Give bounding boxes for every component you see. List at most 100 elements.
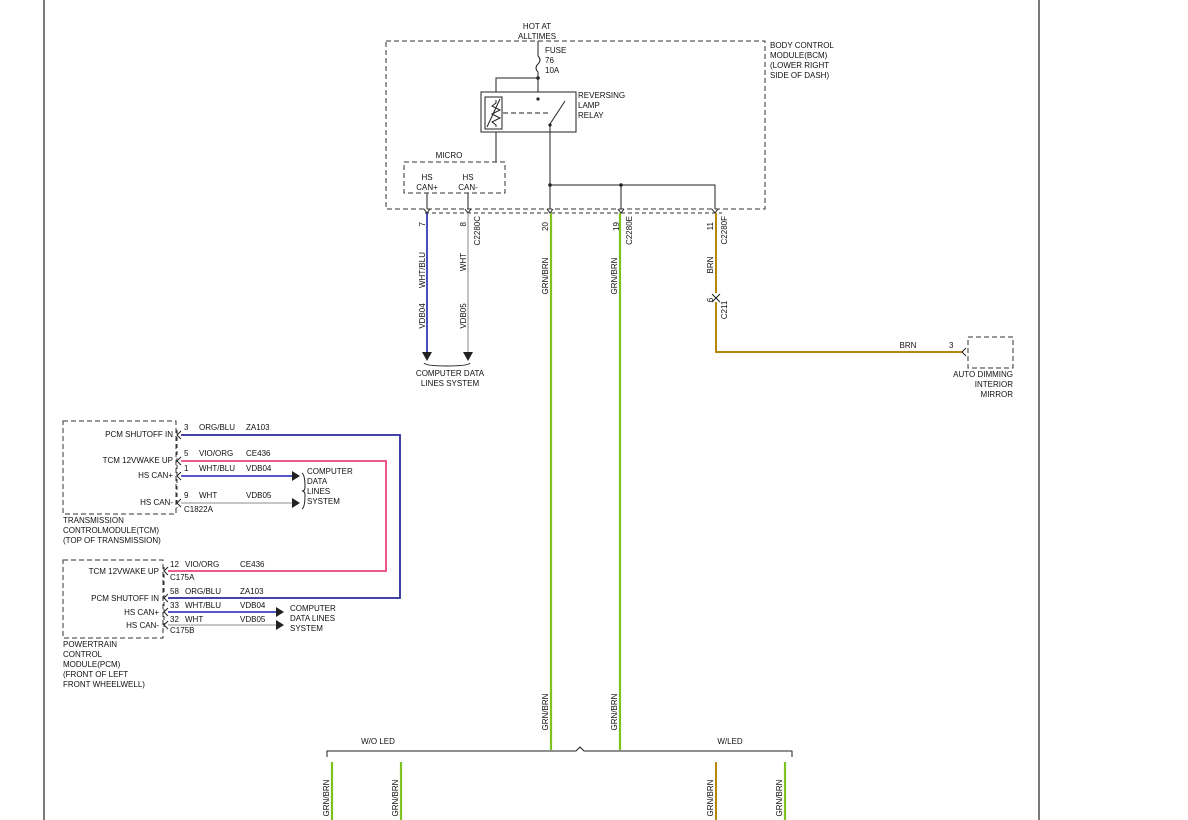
pcm-wire-wht-blu: WHT/BLU: [185, 601, 221, 610]
terminal-7: [423, 208, 431, 214]
tcm-pin-9: 9: [184, 491, 189, 500]
pcm-connector-b: C175B: [170, 626, 194, 635]
label-grn-brn-19-top: GRN/BRN: [610, 257, 619, 294]
wire-za103-loop: [168, 434, 401, 599]
grn-brn-wires: GRN/BRN GRN/BRN GRN/BRN GRN/BRN: [541, 213, 622, 750]
connector-c2280f: C2280F: [720, 216, 729, 245]
terminal-19: [617, 208, 625, 214]
tcm-pin-label-can-plus: HS CAN+: [138, 471, 173, 480]
pcm-wire-vdb04: VDB04: [240, 601, 266, 610]
c211-connector: [711, 293, 721, 303]
pin-20: 20: [541, 221, 550, 230]
pin-11: 11: [706, 221, 715, 230]
pcm-pin-label-wakeup: TCM 12VWAKE UP: [89, 567, 159, 576]
led-variant-section: W/O LED W/LED GRN/BRN GRN/BRN GRN/BRN GR…: [322, 737, 793, 820]
powertrain-control-module: TCM 12VWAKE UP PCM SHUTOFF IN HS CAN+ HS…: [62, 559, 336, 689]
relay-output-bus: [550, 184, 716, 209]
relay-body: [480, 91, 577, 133]
pcm-wire-org-blu: ORG/BLU: [185, 587, 221, 596]
pcm-wire-vio-org: VIO/ORG: [185, 560, 219, 569]
tcm-wire-vdb04: VDB04: [246, 464, 272, 473]
relay-coil-box: [484, 96, 503, 130]
arrow-vdb04: [422, 352, 432, 361]
tcm-outline: [62, 420, 177, 515]
tcm-wire-wht: WHT: [199, 491, 217, 500]
bcm-outline: [385, 40, 766, 210]
tcm-data-brace: [301, 472, 306, 510]
micro-box: [403, 161, 506, 194]
pin-19: 19: [612, 221, 621, 230]
variant-without-led: W/O LED: [361, 737, 395, 746]
relay-coil-diagonal: [486, 98, 501, 128]
fuse-symbol: [535, 55, 541, 73]
tcm-wire-za103: ZA103: [246, 423, 270, 432]
pcm-wire-ce436: CE436: [240, 560, 265, 569]
pcm-pin-label-can-minus: HS CAN-: [126, 621, 159, 630]
label-grn-brn-20-bottom: GRN/BRN: [541, 693, 550, 730]
tcm-connector: C1822A: [184, 505, 214, 514]
coil-feed-wire: [495, 77, 538, 92]
label-brn-horizontal: BRN: [900, 341, 917, 350]
tcm-arrow-can-plus: [292, 471, 300, 481]
relay-contact-top: [536, 97, 540, 101]
pin-7: 7: [418, 221, 427, 226]
pcm-pin-58: 58: [170, 587, 179, 596]
label-grn-brn-20-top: GRN/BRN: [541, 257, 550, 294]
pcm-wire-za103: ZA103: [240, 587, 264, 596]
pcm-connector-a: C175A: [170, 573, 195, 582]
label-wht: WHT: [459, 253, 468, 271]
pcm-pin-32: 32: [170, 615, 179, 624]
label-grn-brn-19-bottom: GRN/BRN: [610, 693, 619, 730]
mirror-pin: 3: [949, 341, 954, 350]
micro-label: MICRO: [436, 151, 463, 160]
label-vdb05: VDB05: [459, 303, 468, 329]
tcm-pin-label-wakeup: TCM 12VWAKE UP: [103, 456, 173, 465]
tcm-pin-label-shutoff: PCM SHUTOFF IN: [105, 430, 173, 439]
pcm-wire-vdb05: VDB05: [240, 615, 266, 624]
pcm-pin-33: 33: [170, 601, 179, 610]
transmission-control-module: PCM SHUTOFF IN TCM 12VWAKE UP HS CAN+ HS…: [62, 420, 353, 545]
relay-coil-icon: [490, 100, 502, 127]
tcm-pin-5: 5: [184, 449, 189, 458]
pcm-arrow-can-minus: [276, 620, 284, 630]
pcm-pin-label-shutoff: PCM SHUTOFF IN: [91, 594, 159, 603]
bcm-terminals: [423, 208, 719, 214]
arrow-vdb05: [463, 352, 473, 361]
tcm-pin-1: 1: [184, 464, 189, 473]
computer-data-lines-brace: [423, 362, 471, 367]
pcm-wire-wht: WHT: [185, 615, 203, 624]
terminal-11: [711, 208, 719, 214]
mirror-terminal: [961, 347, 967, 357]
tcm-wire-wht-blu: WHT/BLU: [199, 464, 235, 473]
tcm-wire-ce436: CE436: [246, 449, 271, 458]
pcm-arrow-can-plus: [276, 607, 284, 617]
wire-brn-to-mirror: [715, 302, 962, 353]
pcm-pin-label-can-plus: HS CAN+: [124, 608, 159, 617]
tcm-pin-label-can-minus: HS CAN-: [140, 498, 173, 507]
pcm-pin-12: 12: [170, 560, 179, 569]
tcm-wire-vio-org: VIO/ORG: [199, 449, 233, 458]
mirror-outline: [967, 336, 1014, 369]
label-brn-vertical: BRN: [706, 256, 715, 273]
pin-8: 8: [459, 221, 468, 226]
label-grn-brn-wo-1: GRN/BRN: [322, 779, 331, 816]
tcm-terminals: [176, 430, 182, 508]
label-vdb04: VDB04: [418, 303, 427, 329]
pcm-terminals: [163, 566, 169, 630]
variant-with-led: W/LED: [717, 737, 743, 746]
